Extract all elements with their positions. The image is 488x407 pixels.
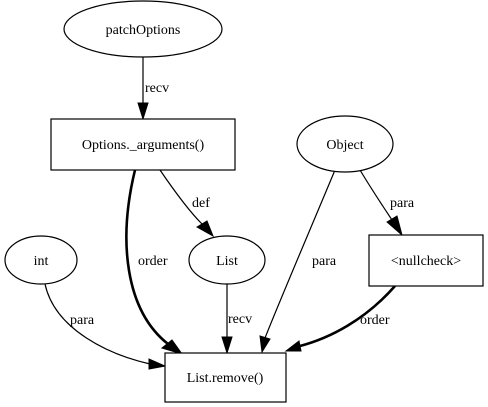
node-label: Object — [326, 138, 363, 153]
node-list-remove[interactable]: List.remove() — [164, 352, 287, 403]
node-label: Options._arguments() — [82, 138, 205, 153]
edge-object-to-nullcheck: para — [359, 169, 415, 237]
node-int[interactable]: int — [4, 235, 78, 285]
edge-int-to-list-remove: para — [44, 283, 167, 370]
node-nullcheck[interactable]: <nullcheck> — [368, 234, 484, 287]
edge-label-recv: recv — [145, 81, 169, 96]
node-patchoptions[interactable]: patchOptions — [63, 0, 223, 58]
edge-patchoptions-to-arguments: recv — [137, 57, 169, 121]
node-list[interactable]: List — [188, 235, 266, 285]
node-options-arguments[interactable]: Options._arguments() — [50, 118, 236, 171]
node-object[interactable]: Object — [296, 115, 394, 173]
edge-object-to-list-remove: para — [259, 169, 337, 354]
edge-list-to-list-remove: recv — [221, 282, 252, 355]
edge-label-para: para — [390, 196, 415, 211]
edge-label-para: para — [70, 313, 95, 328]
edge-nullcheck-to-list-remove: order — [284, 285, 396, 352]
edge-label-order: order — [360, 313, 390, 328]
node-label: List — [216, 254, 238, 269]
node-label: int — [34, 254, 49, 269]
edge-arguments-to-list-remove: order — [125, 169, 184, 355]
node-label: patchOptions — [106, 23, 181, 38]
edge-label-def: def — [192, 196, 210, 211]
edge-label-order: order — [138, 254, 168, 269]
edge-label-recv: recv — [228, 312, 252, 327]
node-label: List.remove() — [187, 371, 264, 386]
edge-label-para: para — [312, 254, 337, 269]
edge-arguments-to-list: def — [159, 169, 214, 238]
node-label: <nullcheck> — [391, 254, 461, 269]
